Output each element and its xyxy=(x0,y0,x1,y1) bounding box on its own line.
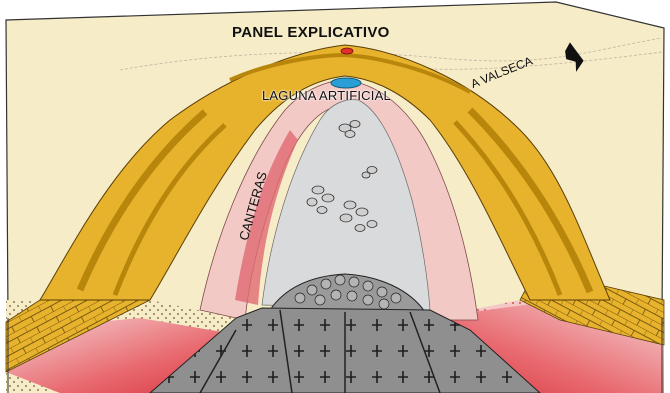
panel-marker xyxy=(341,48,353,54)
label-laguna-artificial: LAGUNA ARTIFICIAL xyxy=(262,88,391,103)
artificial-lagoon xyxy=(331,78,361,88)
label-panel-explicativo: PANEL EXPLICATIVO xyxy=(232,24,390,41)
